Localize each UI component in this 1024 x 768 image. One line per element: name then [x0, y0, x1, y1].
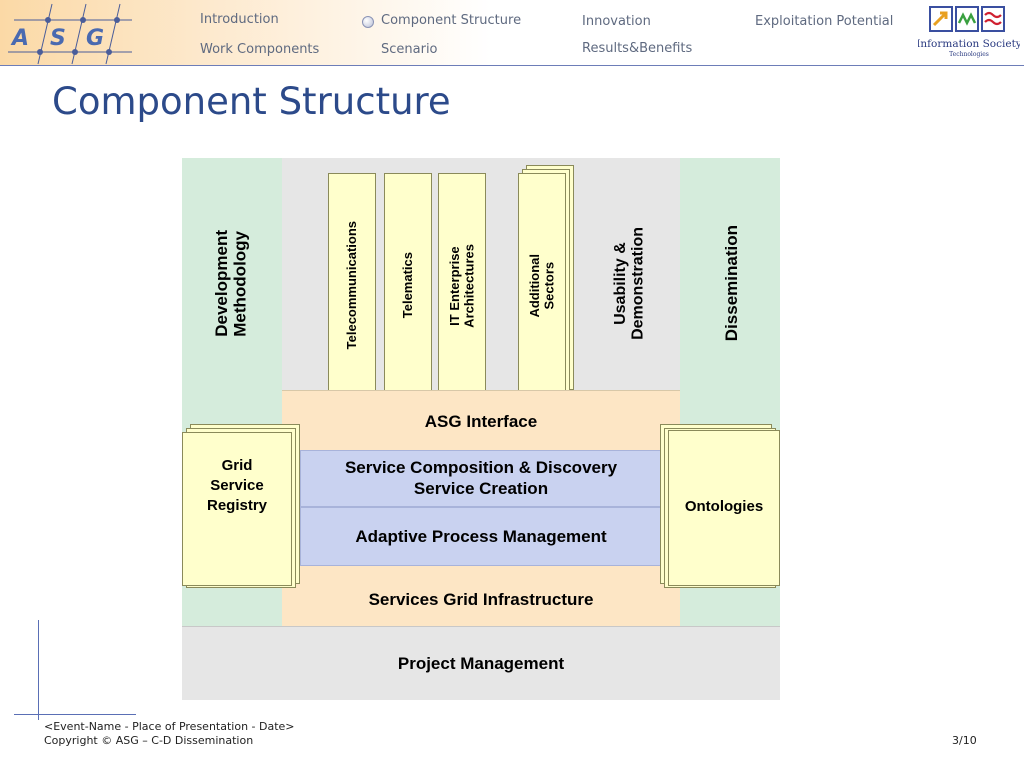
information-society-logo: Information Society Technologies — [918, 6, 1020, 58]
sector-card-telecommunications: Telecommunications — [328, 173, 376, 398]
footer-vertical-rule — [38, 620, 39, 720]
logo-letter-a: A — [10, 26, 29, 51]
grid-service-registry-card: Grid Service Registry — [182, 432, 292, 586]
current-section-bullet-icon — [362, 16, 374, 28]
nav-work-components[interactable]: Work Components — [200, 42, 320, 57]
usability-label-box: Usability & Demonstration — [592, 178, 668, 388]
sector-label-telecommunications: Telecommunications — [343, 221, 359, 350]
logo-letter-s: S — [50, 26, 66, 51]
sector-label-telematics: Telematics — [399, 252, 415, 319]
partner-logo-subtext: Technologies — [949, 51, 989, 58]
sector-card-additional: Additional Sectors — [518, 173, 566, 398]
footer-event: <Event-Name - Place of Presentation - Da… — [44, 720, 295, 733]
nav-innovation[interactable]: Innovation — [582, 14, 651, 29]
partner-logo-text: Information Society — [918, 38, 1020, 50]
sector-card-telematics: Telematics — [384, 173, 432, 398]
development-methodology-label: Development Methodology — [212, 229, 250, 337]
nav-scenario[interactable]: Scenario — [381, 42, 438, 57]
nav-results-benefits[interactable]: Results&Benefits — [582, 41, 693, 56]
asg-logo: A S G — [8, 3, 132, 65]
header-bar: A S G Introduction Component Structure I… — [0, 0, 1024, 66]
ontologies-card: Ontologies — [668, 430, 780, 586]
component-diagram: Development Methodology Dissemination Te… — [182, 158, 780, 700]
asg-interface-label: ASG Interface — [424, 412, 538, 431]
footer-copyright: Copyright © ASG – C-D Dissemination — [44, 734, 254, 747]
logo-letter-g: G — [86, 26, 104, 51]
nav-component-structure[interactable]: Component Structure — [381, 13, 522, 28]
services-grid-infrastructure-label: Services Grid Infrastructure — [368, 590, 594, 609]
sector-label-it-enterprise: IT Enterprise Architectures — [446, 243, 476, 328]
footer-horizontal-rule — [14, 714, 136, 715]
page-number: 3/10 — [952, 734, 977, 747]
service-composition-layer: Service Composition & Discovery Service … — [300, 450, 662, 507]
nav-exploitation-potential[interactable]: Exploitation Potential — [755, 14, 894, 29]
dissemination-label: Dissemination — [721, 224, 741, 342]
usability-demonstration-label: Usability & Demonstration — [612, 226, 647, 340]
development-methodology-label-box: Development Methodology — [200, 178, 264, 388]
page-title: Component Structure — [52, 80, 451, 123]
sector-card-it-enterprise: IT Enterprise Architectures — [438, 173, 486, 398]
project-management-block: Project Management — [182, 626, 780, 700]
adaptive-process-layer: Adaptive Process Management — [300, 507, 662, 566]
nav-introduction[interactable]: Introduction — [200, 12, 279, 27]
dissemination-label-box: Dissemination — [700, 178, 764, 388]
sector-label-additional: Additional Sectors — [526, 253, 556, 318]
